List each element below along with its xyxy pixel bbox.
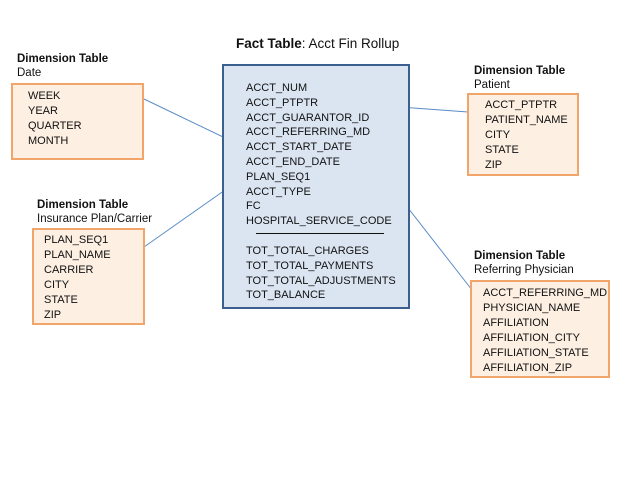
dimension-heading: Dimension Table — [474, 65, 566, 77]
fact-field: FC — [246, 200, 261, 213]
fact-separator — [256, 233, 384, 234]
dimension-field: ZIP — [44, 309, 62, 321]
dimension-field: PHYSICIAN_NAME — [483, 302, 581, 314]
fact-field: PLAN_SEQ1 — [246, 170, 311, 183]
fact-measure: TOT_BALANCE — [246, 289, 326, 302]
fact-field: ACCT_NUM — [246, 82, 308, 94]
dimension-field: WEEK — [28, 90, 61, 102]
dimension-field: MONTH — [28, 135, 69, 147]
dimension-field: PLAN_NAME — [44, 249, 111, 261]
dimension-field: STATE — [485, 144, 519, 156]
fact-field: HOSPITAL_SERVICE_CODE — [246, 215, 392, 228]
date-field-list: WEEK YEAR QUARTER MONTH — [28, 89, 82, 149]
dimension-heading: Dimension Table — [37, 199, 129, 211]
dimension-name: Insurance Plan/Carrier — [37, 213, 153, 225]
date-dimension-label: Dimension Table Date — [17, 52, 108, 80]
dimension-field: ACCT_REFERRING_MD — [483, 287, 608, 299]
dimension-field: CITY — [44, 279, 70, 291]
fact-field: ACCT_END_DATE — [246, 155, 340, 168]
dimension-field: AFFILIATION_CITY — [483, 332, 580, 344]
fact-measure: TOT_TOTAL_PAYMENTS — [246, 259, 374, 272]
insurance-field-list: PLAN_SEQ1 PLAN_NAME CARRIER CITY STATE Z… — [44, 233, 111, 323]
patient-field-list: ACCT_PTPTR PATIENT_NAME CITY STATE ZIP — [485, 98, 568, 173]
dimension-name: Patient — [474, 79, 510, 91]
dimension-field: CARRIER — [44, 264, 94, 276]
dimension-field: QUARTER — [28, 120, 82, 132]
fact-title-rest: : Acct Fin Rollup — [301, 36, 400, 51]
patient-dimension-label: Dimension Table Patient — [474, 64, 565, 92]
fact-field: ACCT_PTPTR — [246, 96, 319, 109]
dimension-field: ZIP — [485, 159, 503, 171]
fact-field: ACCT_REFERRING_MD — [246, 126, 371, 139]
fact-table-title: Fact Table: Acct Fin Rollup — [236, 36, 399, 51]
fact-measure: TOT_TOTAL_ADJUSTMENTS — [246, 274, 396, 287]
patient-dimension-box: ACCT_PTPTR PATIENT_NAME CITY STATE ZIP — [467, 93, 579, 176]
fact-title-bold: Fact Table — [236, 36, 302, 51]
dimension-field: PATIENT_NAME — [485, 114, 568, 126]
fact-table-box: ACCT_NUM ACCT_PTPTR ACCT_GUARANTOR_ID AC… — [222, 64, 410, 309]
dimension-heading: Dimension Table — [17, 53, 109, 65]
fact-field: ACCT_GUARANTOR_ID — [246, 111, 370, 124]
dimension-field: YEAR — [28, 105, 58, 117]
physician-field-list: ACCT_REFERRING_MD PHYSICIAN_NAME AFFILIA… — [483, 286, 607, 376]
fact-field: ACCT_TYPE — [246, 185, 311, 198]
dimension-field: PLAN_SEQ1 — [44, 234, 109, 246]
dimension-heading: Dimension Table — [474, 250, 566, 262]
date-dimension-box: WEEK YEAR QUARTER MONTH — [11, 83, 144, 160]
dimension-field: CITY — [485, 129, 511, 141]
fact-measure-list: TOT_TOTAL_CHARGES TOT_TOTAL_PAYMENTS TOT… — [246, 244, 396, 303]
insurance-dimension-box: PLAN_SEQ1 PLAN_NAME CARRIER CITY STATE Z… — [32, 228, 145, 325]
dimension-name: Referring Physician — [474, 264, 574, 276]
dimension-field: AFFILIATION_ZIP — [483, 362, 573, 374]
dimension-field: ACCT_PTPTR — [485, 99, 558, 111]
fact-field: ACCT_START_DATE — [246, 141, 352, 154]
fact-measure: TOT_TOTAL_CHARGES — [246, 245, 369, 257]
dimension-name: Date — [17, 67, 42, 79]
dimension-field: STATE — [44, 294, 78, 306]
physician-dimension-box: ACCT_REFERRING_MD PHYSICIAN_NAME AFFILIA… — [470, 280, 610, 378]
insurance-dimension-label: Dimension Table Insurance Plan/Carrier — [37, 198, 152, 226]
dimension-field: AFFILIATION_STATE — [483, 347, 589, 359]
dimension-field: AFFILIATION — [483, 317, 549, 329]
fact-field-list: ACCT_NUM ACCT_PTPTR ACCT_GUARANTOR_ID AC… — [246, 81, 392, 229]
physician-dimension-label: Dimension Table Referring Physician — [474, 249, 574, 277]
